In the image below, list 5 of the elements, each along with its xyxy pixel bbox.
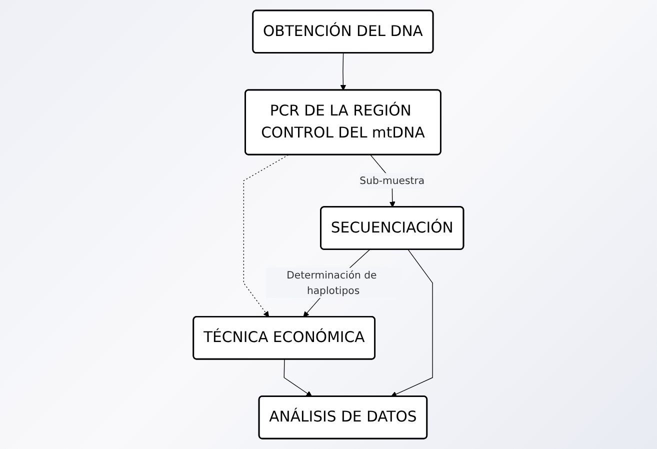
arrow xyxy=(284,359,312,397)
edge-label: Determinación de haplotipos xyxy=(286,269,377,296)
arrow xyxy=(340,52,346,90)
arrow xyxy=(390,249,433,397)
edge-label: Sub-muestra xyxy=(360,174,425,187)
